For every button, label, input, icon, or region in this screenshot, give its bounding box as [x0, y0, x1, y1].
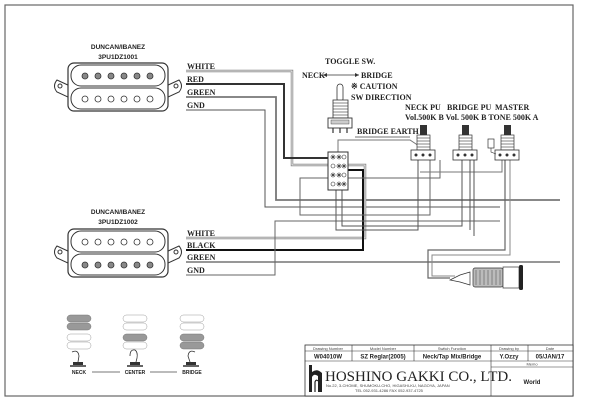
switch-position-guide: NECK CENTER BRIDGE — [66, 314, 205, 376]
pot-values-label: Vol.500K B Vol. 500K B TONE 500K A — [405, 113, 539, 122]
hoshino-logo-icon — [309, 365, 322, 392]
master-tone-pot — [487, 125, 520, 161]
toggle-caution: ※ CAUTION — [351, 82, 398, 91]
company-address: No.22, 3-CHOME, SHUMOKU-CHO, HIGASHI-KU,… — [326, 383, 450, 388]
wire-p1-red — [186, 83, 330, 159]
memo-label: Memo — [526, 362, 538, 367]
output-jack — [448, 265, 523, 290]
pickup-2-wire-labels: WHITE BLACK GREEN GND — [187, 229, 216, 275]
wire-label-black: BLACK — [187, 241, 216, 250]
position-bridge — [179, 314, 205, 367]
wire-p1-gnd — [186, 109, 500, 208]
header-drawing-number: Drawing Number — [313, 346, 344, 351]
header-date: Date — [546, 346, 555, 351]
company-tel: TEL 052-931-4286 FAX 052-937-4725 — [355, 388, 424, 393]
pickup-1-brand: DUNCAN/IBANEZ — [91, 44, 145, 51]
header-switch-function: Switch Function — [438, 346, 466, 351]
toggle-title: TOGGLE SW. — [325, 57, 375, 66]
wire-label-red: RED — [187, 75, 204, 84]
switch-function: Neck/Tap Mix/Bridge — [423, 355, 482, 361]
wire-label-green: GREEN — [187, 88, 216, 97]
toggle-bridge-label: BRIDGE — [361, 71, 393, 80]
drawing-frame — [4, 4, 574, 397]
toggle-neck-label: NECK — [302, 71, 326, 80]
bridge-volume-pot — [452, 125, 478, 161]
position-neck-label: NECK — [72, 370, 87, 376]
position-center-label: CENTER — [125, 370, 146, 376]
pot-master-label: MASTER — [495, 103, 529, 112]
bridge-pickup: DUNCAN/IBANEZ 3PU1DZ1002 — [54, 209, 182, 278]
position-neck — [66, 314, 92, 367]
pickup-1-wire-labels: WHITE RED GREEN GND — [187, 62, 216, 110]
neck-pickup: DUNCAN/IBANEZ 3PU1DZ1001 — [54, 44, 182, 112]
drawing-number: W04010W — [314, 355, 342, 361]
tone-capacitor-icon — [487, 138, 495, 149]
wire-label-white: WHITE — [187, 229, 215, 238]
wire-label-gnd: GND — [187, 101, 205, 110]
wires — [186, 69, 560, 279]
wire-label-white: WHITE — [187, 62, 215, 71]
pot-neck-label: NECK PU — [405, 103, 441, 112]
pickup-2-model: 3PU1DZ1002 — [98, 219, 138, 226]
pot-bridge-label: BRIDGE PU — [447, 103, 491, 112]
wire-p1-white — [186, 69, 330, 167]
header-model-number: Model Number — [370, 346, 397, 351]
toggle-switch: TOGGLE SW. NECK BRIDGE ※ CAUTION SW DIRE… — [302, 57, 420, 136]
wire-label-green: GREEN — [187, 253, 216, 262]
memo-value: World — [524, 380, 541, 386]
position-center — [122, 314, 148, 367]
neck-volume-pot — [410, 125, 436, 161]
company-name: HOSHINO GAKKI CO., LTD. — [325, 369, 512, 385]
pickup-2-brand: DUNCAN/IBANEZ — [91, 209, 145, 216]
wire-p2-gnd — [186, 220, 500, 276]
date: 05/JAN/17 — [536, 355, 565, 361]
position-bridge-label: BRIDGE — [182, 370, 202, 376]
pot-labels: NECK PU BRIDGE PU MASTER Vol.500K B Vol.… — [405, 103, 539, 122]
switch-terminal-block — [327, 151, 349, 191]
model-number: SZ Reglar(2005) — [360, 355, 405, 361]
header-drawing-by: Drawing by — [499, 346, 519, 351]
bridge-earth-label: BRIDGE EARTH — [357, 127, 420, 136]
title-block: Drawing Number Model Number Switch Funct… — [304, 344, 574, 397]
toggle-direction: SW DIRECTION — [351, 93, 412, 102]
wire-label-gnd: GND — [187, 266, 205, 275]
pickup-1-model: 3PU1DZ1001 — [98, 54, 138, 61]
direction-arrows-icon — [323, 73, 359, 77]
drawing-by: Y.Ozzy — [499, 355, 519, 361]
